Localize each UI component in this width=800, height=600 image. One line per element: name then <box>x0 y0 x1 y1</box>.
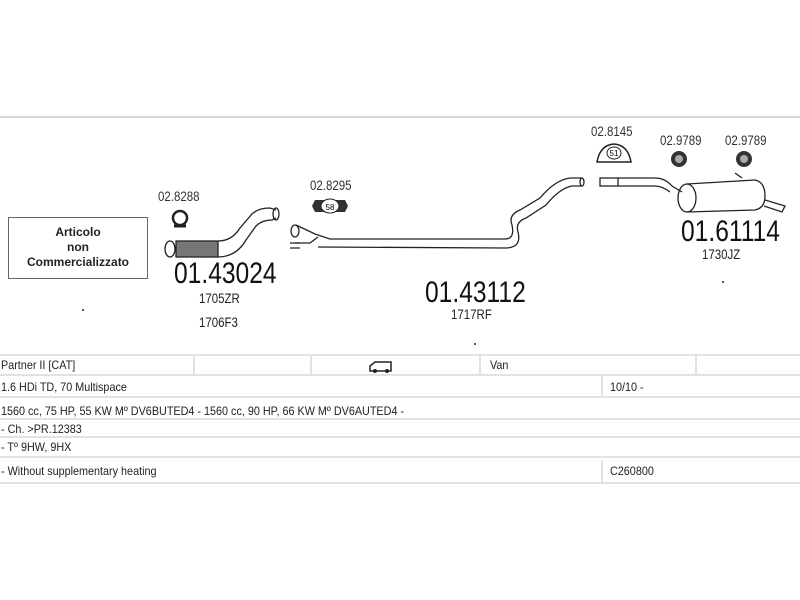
model-name: Partner II [CAT] <box>1 358 76 372</box>
type-codes: - Tº 9HW, 9HX <box>1 440 72 454</box>
box-line: Articolo <box>55 225 101 239</box>
hanger-icon-02-8145: 51 <box>596 143 632 163</box>
table-row-engine: 1.6 HDi TD, 70 Multispace 10/10 - <box>0 376 800 398</box>
van-icon <box>369 361 392 373</box>
body-type: Van <box>490 358 509 372</box>
rubber-mount-icon-1 <box>671 151 687 167</box>
exhaust-diagram: 58 51 <box>164 143 786 258</box>
pipe-flange <box>164 240 176 258</box>
part-ref: 1730JZ <box>702 246 741 262</box>
accessory-code[interactable]: 02.9789 <box>725 132 767 148</box>
gasket-badge: 58 <box>326 203 335 212</box>
table-row-specs: 1560 cc, 75 HP, 55 KW Mº DV6BUTED4 - 156… <box>0 402 800 420</box>
box-line: Commercializzato <box>26 255 130 269</box>
catalog-code: C260800 <box>610 464 654 478</box>
accessory-code[interactable]: 02.8145 <box>591 123 633 139</box>
front-pipe-drawing <box>164 207 280 258</box>
middle-pipe-drawing <box>290 177 585 249</box>
part-number[interactable]: 01.61114 <box>681 215 780 248</box>
engine: 1.6 HDi TD, 70 Multispace <box>1 380 127 394</box>
divider <box>0 116 800 118</box>
accessory-code[interactable]: 02.8288 <box>158 188 200 204</box>
rear-silencer-drawing <box>599 172 786 213</box>
engine-specs: 1560 cc, 75 HP, 55 KW Mº DV6BUTED4 - 156… <box>1 404 405 418</box>
part-ref: 1705ZR <box>199 290 240 306</box>
table-row-model: Partner II [CAT] Van <box>0 354 800 376</box>
table-row-note: - Without supplementary heating C260800 <box>0 460 800 484</box>
mark <box>82 309 84 311</box>
date-range: 10/10 - <box>610 380 644 394</box>
mark <box>474 343 476 345</box>
accessory-code[interactable]: 02.8295 <box>310 177 352 193</box>
table-row-chassis: - Ch. >PR.12383 <box>0 420 800 438</box>
gasket-icon-02-8295: 58 <box>312 198 348 214</box>
mark <box>722 281 724 283</box>
not-commercialized-box: Articolo non Commercializzato <box>8 217 148 279</box>
part-ref: 1717RF <box>451 306 492 322</box>
note: - Without supplementary heating <box>1 464 157 478</box>
table-row-type: - Tº 9HW, 9HX <box>0 438 800 458</box>
box-line: non <box>67 240 89 254</box>
part-ref: 1706F3 <box>199 314 238 330</box>
hanger-badge: 51 <box>610 149 619 158</box>
part-number[interactable]: 01.43112 <box>425 276 526 309</box>
clamp-icon-02-8288 <box>171 209 189 228</box>
part-number[interactable]: 01.43024 <box>174 257 277 290</box>
chassis: - Ch. >PR.12383 <box>1 422 82 436</box>
accessory-code[interactable]: 02.9789 <box>660 132 702 148</box>
flex-section <box>175 240 219 258</box>
rubber-mount-icon-2 <box>736 151 752 167</box>
